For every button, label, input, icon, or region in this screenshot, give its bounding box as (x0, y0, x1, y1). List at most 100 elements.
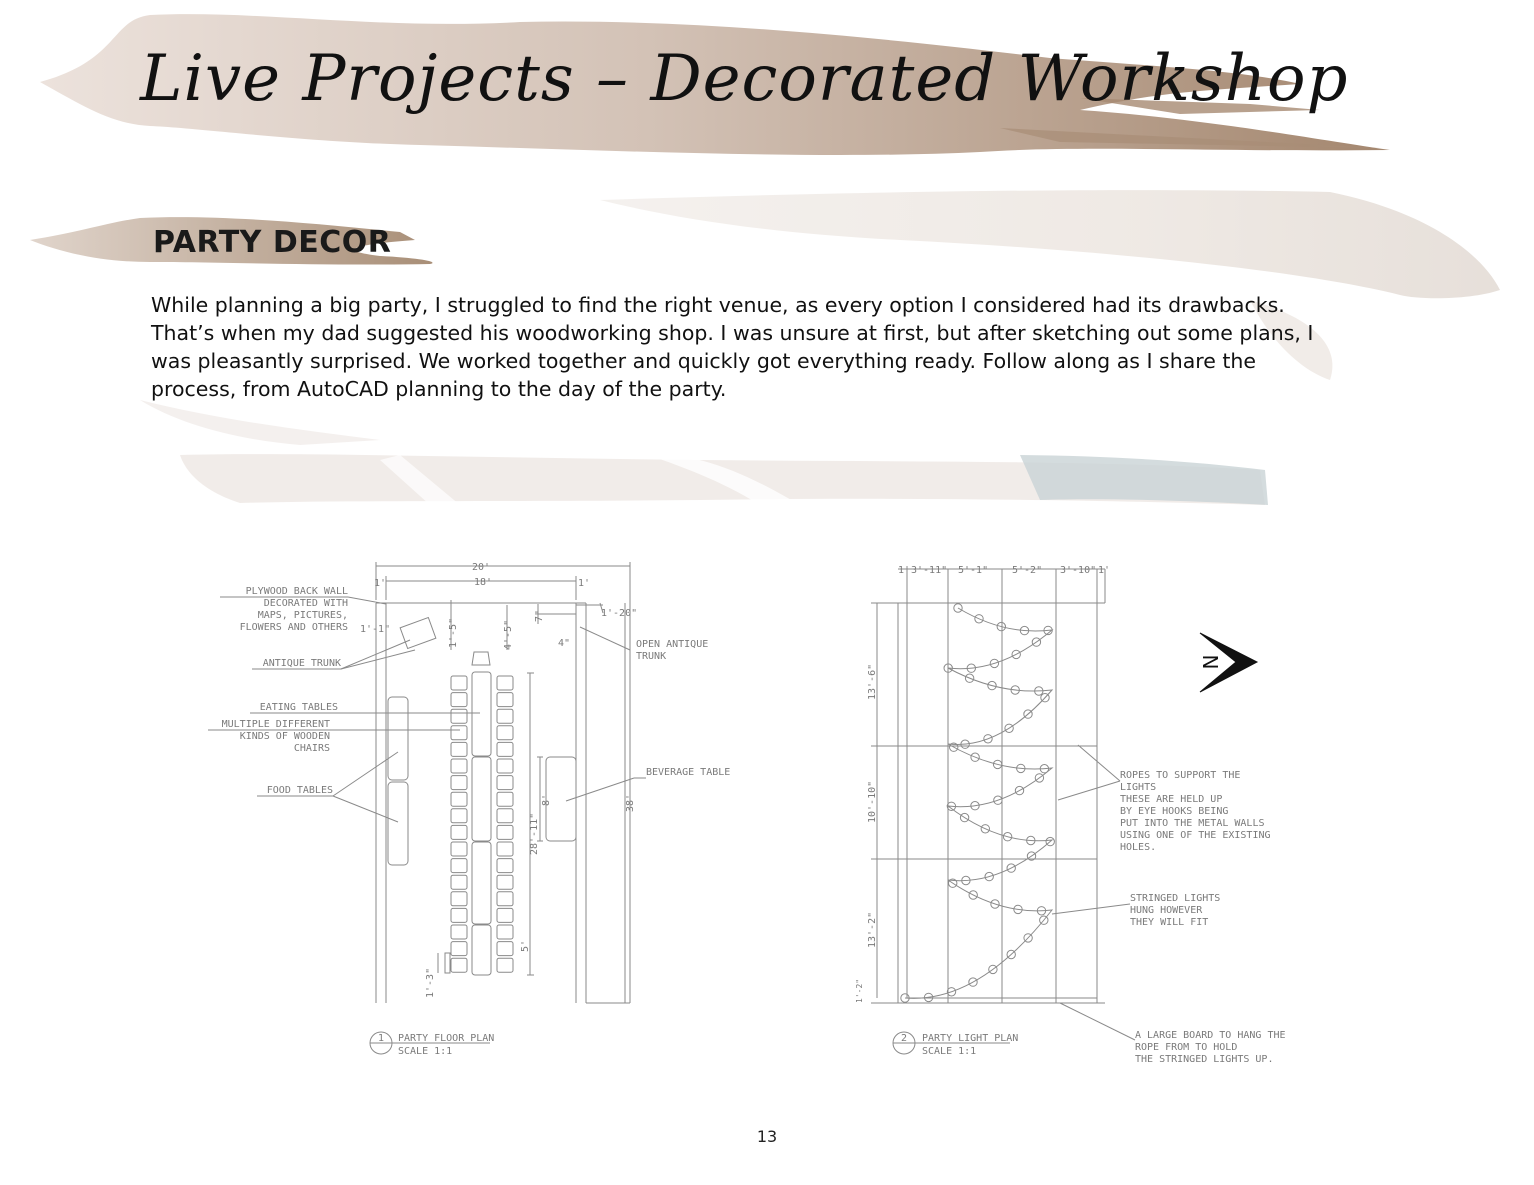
label-plywood-4: FLOWERS AND OTHERS (240, 622, 348, 633)
dim-top-5: 3'-10" (1060, 565, 1096, 576)
chair (496, 708, 514, 724)
chair (496, 824, 514, 840)
label-ropes-7: HOLES. (1120, 842, 1156, 853)
dim-top-1: 1' (898, 565, 910, 576)
light-bulb (1023, 933, 1033, 943)
label-lights-2: HUNG HOWEVER (1130, 905, 1203, 916)
chair (450, 808, 468, 824)
title-brush-stroke (40, 14, 1390, 155)
dim-beverage-length: 8' (541, 794, 552, 806)
dim-top-4: 5'-2" (1012, 565, 1042, 576)
chair (450, 741, 468, 757)
floor-plan-caption: 1 PARTY FLOOR PLAN SCALE 1:1 (369, 1031, 494, 1057)
chair (496, 941, 514, 957)
floor-plan-number: 1 (378, 1033, 384, 1044)
label-ropes-2: LIGHTS (1120, 782, 1156, 793)
floor-plan-leaders (208, 596, 646, 823)
chair (450, 941, 468, 957)
light-bulb (943, 663, 953, 673)
label-ropes-5: PUT INTO THE METAL WALLS (1120, 818, 1265, 829)
light-bulb (1010, 685, 1020, 695)
label-ropes-4: BY EYE HOOKS BEING (1120, 806, 1228, 817)
chair (496, 858, 514, 874)
chair (450, 858, 468, 874)
chair (450, 841, 468, 857)
chair (450, 692, 468, 708)
light-bulb (1004, 723, 1014, 733)
light-bulb (948, 878, 958, 888)
chair (496, 741, 514, 757)
light-plan-dimensions: 1' 3'-11" 5'-1" 5'-2" 3'-10" 1' 13'-6" 1… (855, 565, 1110, 1003)
light-bulb (959, 812, 970, 823)
dim-trunk-offset: 1'-1" (360, 624, 390, 635)
light-bulb (900, 993, 910, 1003)
chair (496, 775, 514, 791)
light-bulb (1026, 851, 1037, 861)
light-bulb (964, 673, 975, 683)
label-ropes-1: ROPES TO SUPPORT THE (1120, 770, 1240, 781)
chair (450, 957, 468, 973)
dim-table-run: 28'-11" (529, 813, 540, 855)
light-bulb (1019, 625, 1030, 636)
chair (450, 924, 468, 940)
light-bulb (970, 752, 980, 762)
chair (450, 891, 468, 907)
light-bulb (1031, 637, 1042, 647)
label-board-1: A LARGE BOARD TO HANG THE (1135, 1030, 1286, 1041)
chair (496, 675, 514, 691)
section-heading: PARTY DECOR (153, 225, 392, 260)
chair (450, 791, 468, 807)
north-label: N (1198, 655, 1222, 670)
light-bulb (1002, 832, 1013, 842)
light-bulb (961, 875, 971, 886)
chair (450, 775, 468, 791)
light-bulb (1014, 785, 1025, 796)
chair (450, 708, 468, 724)
dim-inner-width: 18' (474, 577, 492, 588)
light-bulb (987, 680, 997, 691)
chair (496, 758, 514, 774)
dim-side-4: 1'-2" (855, 979, 864, 1003)
chair (496, 725, 514, 741)
light-bulb (1039, 764, 1050, 774)
chair (496, 791, 514, 807)
label-antique-trunk: ANTIQUE TRUNK (263, 658, 341, 669)
light-bulb (949, 742, 959, 752)
light-plan-number: 2 (901, 1033, 907, 1044)
label-beverage-table: BEVERAGE TABLE (646, 767, 730, 778)
dim-right-wall: 1'-20" (601, 608, 637, 619)
chair (496, 957, 514, 973)
light-bulb (992, 759, 1003, 770)
dim-open-trunk-width: 7" (534, 610, 545, 622)
light-bulb (946, 987, 957, 997)
light-bulb (989, 658, 1000, 669)
label-open-trunk-2: TRUNK (636, 651, 666, 662)
label-eating-tables: EATING TABLES (260, 702, 338, 713)
light-bulb (980, 824, 990, 834)
light-bulb (993, 795, 1003, 805)
north-arrow-icon: N (1198, 632, 1259, 693)
light-bulb (1043, 625, 1053, 636)
chair (496, 841, 514, 857)
heading-brush-stroke (30, 217, 433, 265)
chair (496, 808, 514, 824)
chair (496, 874, 514, 890)
label-chairs-2: KINDS OF WOODEN (240, 731, 330, 742)
light-bulb (1013, 904, 1023, 915)
light-bulb (946, 801, 957, 811)
dim-open-trunk-depth: 4" (558, 638, 570, 649)
chair (496, 692, 514, 708)
chair (450, 675, 468, 691)
light-bulb (968, 977, 978, 987)
light-bulb (974, 614, 984, 624)
dim-side-1: 13'-6" (867, 664, 878, 700)
label-lights-1: STRINGED LIGHTS (1130, 893, 1220, 904)
light-bulb (1034, 773, 1045, 783)
light-bulb (923, 992, 934, 1003)
light-bulb (1036, 906, 1047, 916)
light-bulb (988, 964, 998, 975)
chair (496, 907, 514, 923)
label-chairs-1: MULTIPLE DIFFERENT (222, 719, 330, 730)
dim-trunk-depth: 1'-5" (448, 618, 459, 648)
